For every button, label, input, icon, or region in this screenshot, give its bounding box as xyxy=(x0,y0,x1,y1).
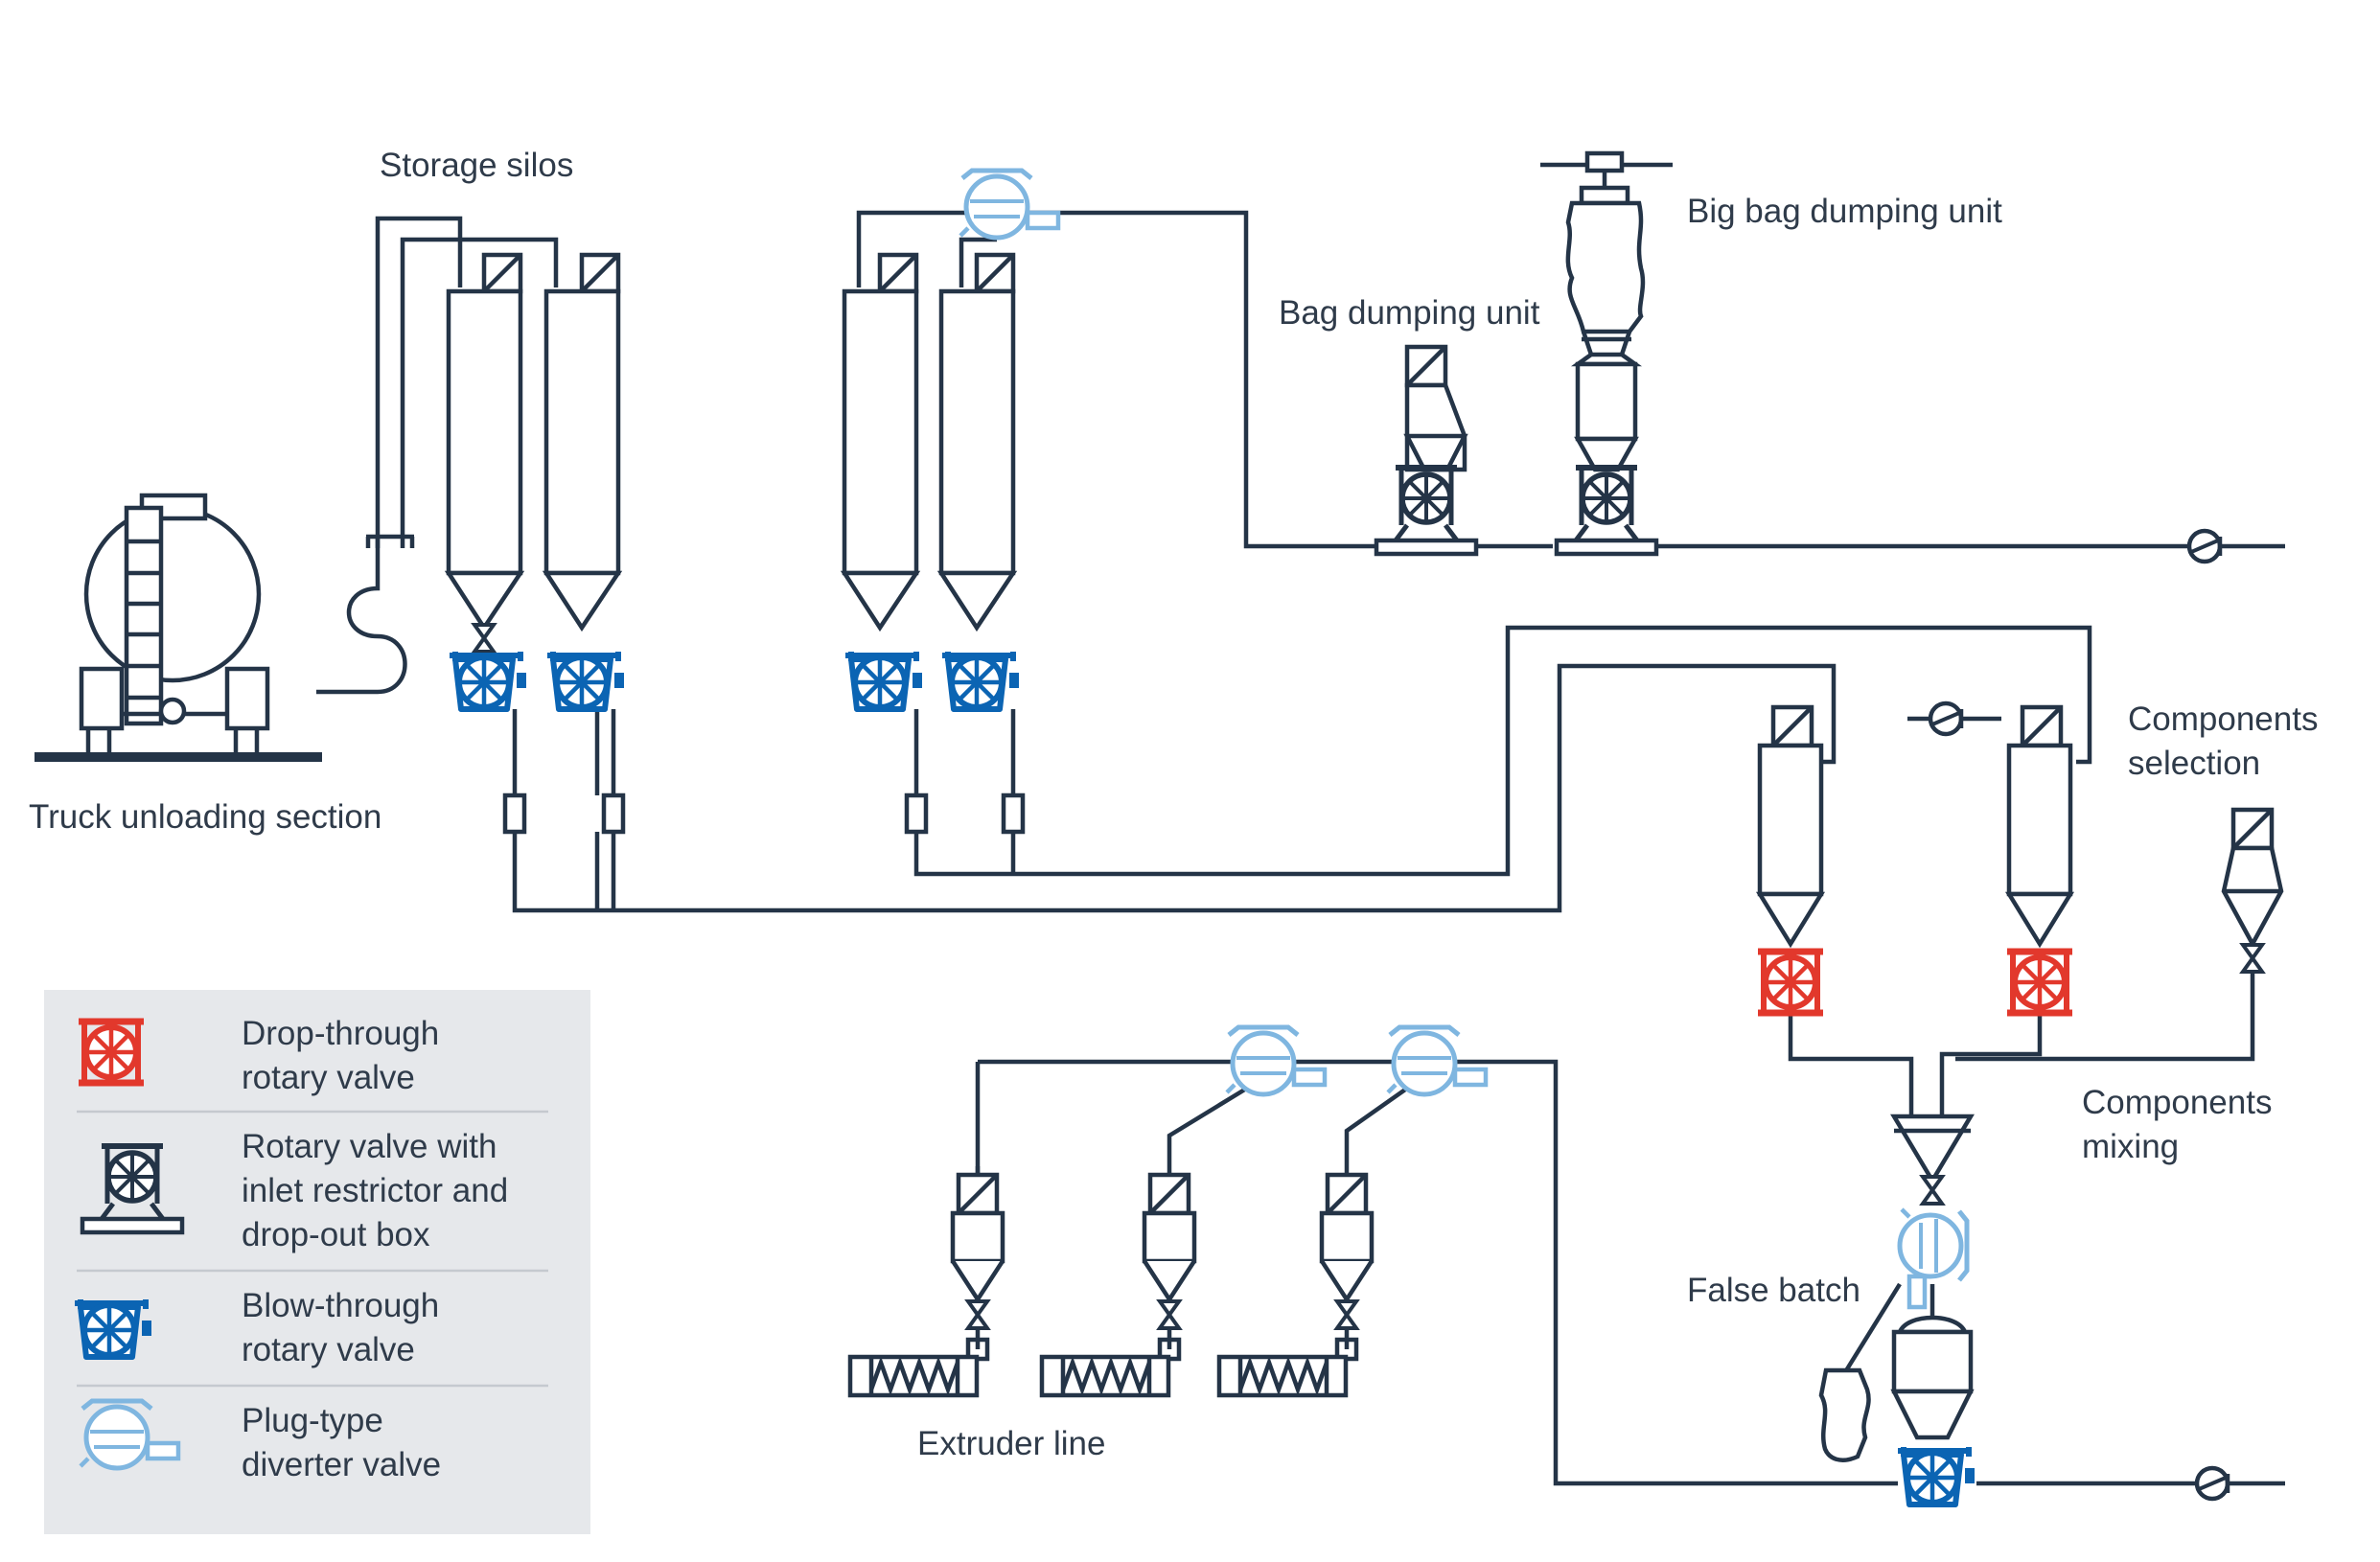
blow-through-rotary-valve-icon xyxy=(845,652,922,709)
legend-item-label: Blow-through rotary valve xyxy=(242,1287,449,1368)
big-bag-dumping-unit xyxy=(1540,150,1673,472)
mixer-receiver xyxy=(1890,1284,1975,1440)
blower-icon xyxy=(2189,531,2220,562)
legend-item-label: Plug-type diverter valve xyxy=(242,1402,441,1483)
storage-silos-label: Storage silos xyxy=(380,147,573,184)
blow-through-rotary-valve-icon xyxy=(547,652,624,709)
slide-gate-icon xyxy=(1921,1175,1944,1206)
extruder-unit xyxy=(1042,1175,1194,1395)
storage-silo xyxy=(936,252,1018,632)
blow-through-rotary-valve-icon xyxy=(942,652,1019,709)
truck-tanker xyxy=(35,493,322,762)
truck-unloading-label: Truck unloading section xyxy=(29,798,381,836)
components-mixing-label: Components mixing xyxy=(2082,1084,2281,1165)
extruder-line-label: Extruder line xyxy=(917,1425,1105,1462)
piping xyxy=(316,210,2285,1486)
component-silo xyxy=(2004,704,2075,949)
weighing-hopper xyxy=(1890,1114,1975,1185)
legend: Drop-through rotary valve Rotary valve w… xyxy=(44,990,590,1534)
components-selection-label: Components selection xyxy=(2128,701,2327,782)
extruder-unit xyxy=(1219,1175,1372,1395)
mixing-hopper xyxy=(2221,807,2284,949)
extruder-unit xyxy=(850,1175,1003,1395)
blow-through-rotary-valve-icon xyxy=(1898,1447,1975,1505)
legend-item-label: Drop-through rotary valve xyxy=(242,1015,449,1096)
storage-silo xyxy=(840,252,921,632)
component-silo xyxy=(1755,704,1826,949)
plug-type-diverter-valve-icon xyxy=(960,171,1058,238)
drop-through-rotary-valve-icon xyxy=(1758,952,1823,1013)
storage-silo xyxy=(542,252,623,632)
bag-dumping-label: Bag dumping unit xyxy=(1279,294,1540,332)
blower-icon xyxy=(1930,703,1961,734)
bag-dumping-unit xyxy=(1403,344,1468,472)
rotary-valve-inlet-restrictor-icon xyxy=(1557,468,1656,554)
false-batch-label: False batch xyxy=(1687,1272,1860,1309)
rotary-valve-inlet-restrictor-icon xyxy=(1376,468,1476,554)
blow-through-rotary-valve-icon xyxy=(450,652,526,709)
storage-silo xyxy=(444,252,525,654)
drop-through-rotary-valve-icon xyxy=(2007,952,2072,1013)
inline-filter xyxy=(502,792,1026,835)
slide-gate-icon xyxy=(2241,943,2264,974)
big-bag-dumping-label: Big bag dumping unit xyxy=(1687,193,2002,230)
legend-item-label: Rotary valve with inlet restrictor and d… xyxy=(242,1128,518,1253)
blower-icon xyxy=(2197,1468,2228,1499)
false-batch-sack xyxy=(1818,1367,1871,1462)
